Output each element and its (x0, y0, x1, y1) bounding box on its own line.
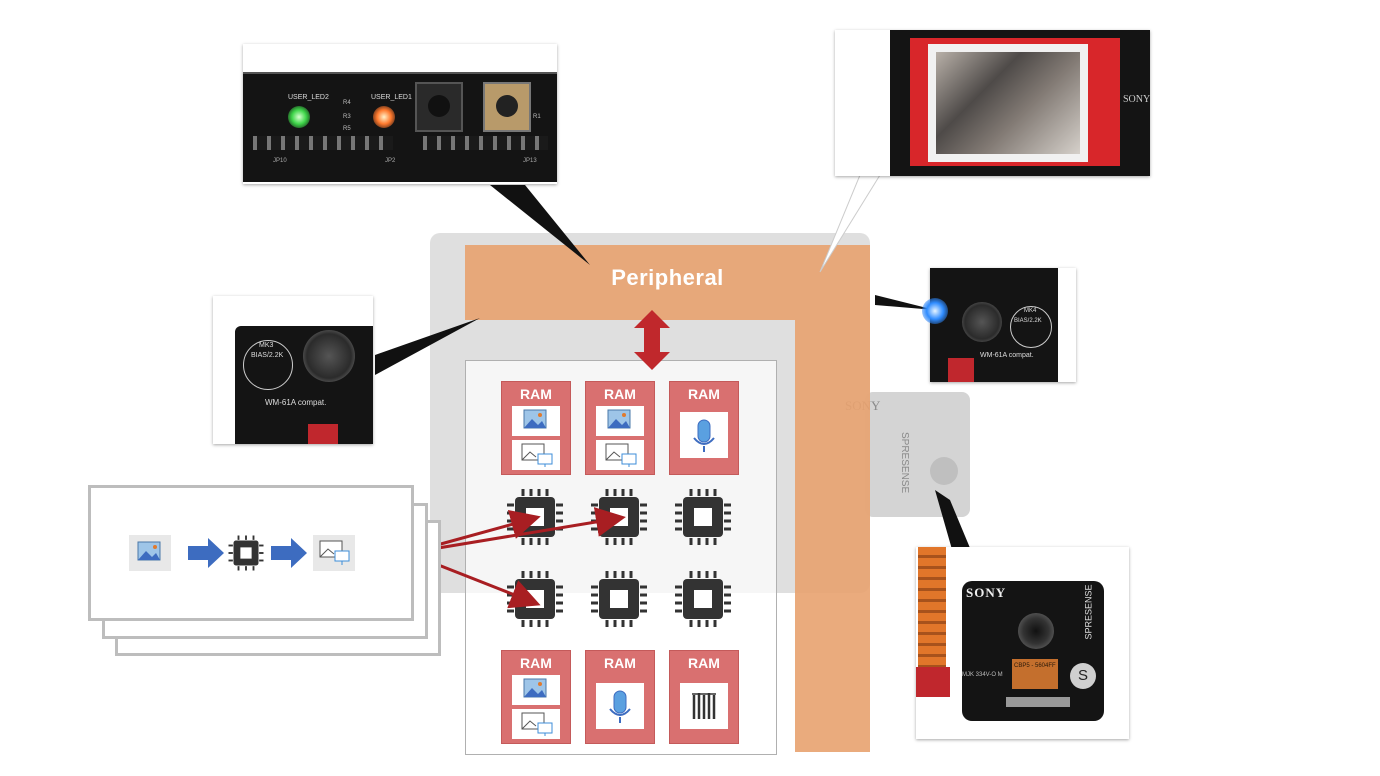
resistor-label: R3 (343, 114, 351, 120)
ram-label: RAM (604, 386, 636, 402)
resistor-label: R1 (533, 114, 541, 120)
image-to-display-icon (313, 535, 355, 571)
photo-lcd-display: SONY (835, 30, 1150, 176)
image-to-display-icon (512, 440, 560, 470)
microphone-icon (596, 683, 644, 729)
mic-footprint (1010, 306, 1052, 348)
image-icon (129, 535, 171, 571)
camera-lens (1018, 613, 1054, 649)
image-icon (596, 406, 644, 436)
mic-compat-label: WM-61A compat. (980, 352, 1034, 359)
callout-pointer (490, 185, 590, 265)
photo-microphone-mk3: MK3 BIAS/2.2K WM-61A compat. (213, 296, 373, 444)
lcd-screen (928, 44, 1088, 162)
led-label: USER_LED1 (371, 94, 412, 101)
image-to-display-icon (596, 440, 644, 470)
ram-label: RAM (520, 655, 552, 671)
camera-module-ghost: SONY SPRESENSE (845, 392, 970, 517)
camera-product-label: SPRESENSE (1083, 584, 1094, 640)
ram-label: RAM (604, 655, 636, 671)
image-to-display-icon (512, 709, 560, 739)
ghost-s-logo (930, 457, 958, 485)
pin-header (423, 136, 548, 150)
push-button (483, 82, 531, 132)
resistor-label: R5 (343, 126, 351, 132)
mic-compat-label: WM-61A compat. (265, 398, 327, 407)
blue-led (922, 298, 948, 324)
mic-label: MK3 (259, 342, 274, 349)
ram-block-2: RAM (585, 381, 655, 475)
bus-arrow (634, 310, 670, 370)
sensor-label: CBP5 - 5604FF (1014, 663, 1056, 669)
push-button (415, 82, 463, 132)
photo-user-leds: USER_LED2 USER_LED1 R4 R3 R5 R1 JP10 JP2… (243, 44, 557, 184)
orange-led (373, 106, 395, 128)
header-label: JP10 (273, 158, 287, 164)
pin-header (253, 136, 393, 150)
audio-waveform-icon (680, 683, 728, 729)
ram-label: RAM (520, 386, 552, 402)
mic-footprint (243, 340, 293, 390)
mic-label: MK4 (1024, 308, 1037, 314)
header-label: JP13 (523, 158, 537, 164)
microphone-capsule (962, 302, 1002, 342)
processor-icon (675, 571, 731, 627)
peripheral-bus-top (465, 245, 870, 320)
image-icon (512, 406, 560, 436)
process-arrow-icon (188, 538, 224, 568)
peripheral-bus-right (795, 320, 870, 752)
microphone-icon (680, 412, 728, 458)
ram-label: RAM (688, 655, 720, 671)
header-label: JP2 (385, 158, 396, 164)
green-led (288, 106, 310, 128)
pcb-marking: MJK 334V-O M (962, 672, 1003, 678)
resistor-label: R4 (343, 100, 351, 106)
photo-camera-module: SONY SPRESENSE S CBP5 - 5604FF MJK 334V-… (916, 547, 1129, 739)
mic-label: BIAS/2.2K (1014, 318, 1042, 324)
mic-label: BIAS/2.2K (251, 352, 284, 359)
process-card-front (88, 485, 414, 621)
processor-icon (675, 489, 731, 545)
peripheral-label: Peripheral (611, 265, 724, 290)
ram-block-5: RAM (585, 650, 655, 744)
processor-icon (591, 571, 647, 627)
processor-icon (228, 535, 264, 571)
soc-block: RAM RAM RAM RAM (465, 360, 777, 755)
ram-block-4: RAM (501, 650, 571, 744)
s-logo: S (1070, 663, 1096, 689)
ram-block-1: RAM (501, 381, 571, 475)
ram-block-3: RAM (669, 381, 739, 475)
process-arrow-icon (271, 538, 307, 568)
ram-block-6: RAM (669, 650, 739, 744)
sensor-chip: CBP5 - 5604FF (1012, 659, 1058, 689)
microphone-capsule (303, 330, 355, 382)
lcd-brand-label: SONY (1123, 94, 1151, 105)
ram-label: RAM (688, 386, 720, 402)
photo-blue-led-mk4: MK4 BIAS/2.2K WM-61A compat. (922, 268, 1076, 382)
camera-brand-label: SONY (966, 585, 1007, 600)
image-icon (512, 675, 560, 705)
led-label: USER_LED2 (288, 94, 329, 101)
